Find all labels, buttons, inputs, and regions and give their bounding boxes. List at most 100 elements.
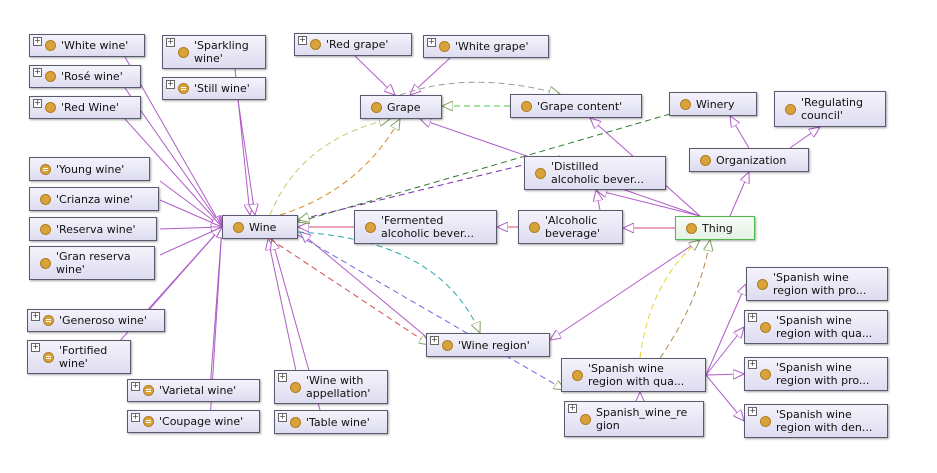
- object-property-edge: [298, 155, 561, 220]
- node-label: Wine: [249, 220, 277, 234]
- expand-icon[interactable]: +: [430, 335, 439, 345]
- node-label: Thing: [702, 221, 733, 235]
- node-label: 'Spanish wine region with pro...: [776, 361, 870, 387]
- class-icon: [365, 221, 376, 233]
- class-node-spanish-wine-region-with-qua-center[interactable]: 'Spanish wine region with qua...: [561, 358, 706, 392]
- class-icon: [439, 41, 450, 52]
- node-label: 'Table wine': [306, 415, 370, 429]
- class-icon: [310, 39, 321, 50]
- class-icon: [700, 154, 711, 166]
- equivalent-class-icon: [43, 351, 54, 363]
- class-node-sparkling-wine[interactable]: +'Sparkling wine': [162, 35, 266, 69]
- class-node-red-grape[interactable]: + 'Red grape': [294, 33, 412, 56]
- subclass-edge: [354, 55, 395, 95]
- object-property-edge: [297, 234, 565, 390]
- class-node-table-wine[interactable]: + 'Table wine': [274, 410, 388, 434]
- expand-icon[interactable]: +: [298, 35, 307, 45]
- class-node-generoso-wine[interactable]: + 'Generoso wine': [27, 309, 165, 332]
- subclass-edge: [596, 190, 600, 211]
- expand-icon[interactable]: +: [748, 406, 757, 416]
- class-node-spanish-wine-region-with-qua-right[interactable]: +'Spanish wine region with qua...: [744, 310, 888, 344]
- class-node-coupage-wine[interactable]: +'Coupage wine': [127, 410, 260, 433]
- node-label: 'Fortified wine': [59, 344, 108, 370]
- class-node-crianza-wine[interactable]: 'Crianza wine': [29, 187, 159, 211]
- node-label: 'Alcoholic beverage': [545, 214, 601, 240]
- class-node-red-wine[interactable]: +'Red Wine': [29, 96, 141, 119]
- subclass-edge: [789, 127, 820, 149]
- class-icon: [760, 415, 771, 427]
- object-property-edge: [279, 119, 400, 216]
- class-node-fermented-alcoholic-beverage[interactable]: 'Fermented alcoholic bever...: [354, 210, 497, 244]
- class-node-winery[interactable]: Winery: [669, 92, 757, 116]
- expand-icon[interactable]: +: [33, 98, 42, 108]
- class-node-white-grape[interactable]: +'White grape': [423, 35, 549, 58]
- expand-icon[interactable]: +: [748, 359, 757, 369]
- node-label: 'Fermented alcoholic bever...: [381, 214, 474, 240]
- node-label: 'Gran reserva wine': [56, 250, 131, 276]
- class-icon: [580, 413, 591, 425]
- node-label: 'Reserva wine': [56, 222, 136, 236]
- expand-icon[interactable]: +: [131, 381, 140, 391]
- expand-icon[interactable]: +: [131, 412, 140, 422]
- class-node-grape[interactable]: Grape: [360, 95, 442, 119]
- class-node-regulating-council[interactable]: 'Regulating council': [774, 91, 886, 127]
- class-node-distilled-alcoholic-beverage[interactable]: 'Distilled alcoholic bever...: [524, 156, 666, 190]
- class-node-gran-reserva-wine[interactable]: 'Gran reserva wine': [29, 246, 155, 280]
- equivalent-class-icon: [143, 416, 154, 427]
- node-label: 'Red grape': [326, 38, 389, 51]
- class-node-spanish-wine-region-with-den[interactable]: +'Spanish wine region with den...: [744, 404, 888, 438]
- object-property-edge: [399, 81, 560, 95]
- class-node-white-wine[interactable]: +'White wine': [29, 34, 145, 57]
- class-icon: [40, 193, 51, 205]
- expand-icon[interactable]: +: [166, 37, 175, 47]
- object-property-edge: [298, 113, 671, 222]
- node-label: 'Still wine': [194, 82, 250, 95]
- class-node-rose-wine[interactable]: + 'Rosé wine': [29, 65, 141, 88]
- expand-icon[interactable]: +: [427, 37, 436, 47]
- node-label: Spanish_wine_re gion: [596, 406, 688, 432]
- subclass-edge: [729, 172, 749, 217]
- node-label: 'Young wine': [56, 162, 125, 176]
- class-icon: [572, 369, 583, 381]
- class-icon: [760, 368, 771, 380]
- class-icon: [785, 103, 796, 115]
- class-node-reserva-wine[interactable]: 'Reserva wine': [29, 217, 157, 241]
- expand-icon[interactable]: +: [748, 312, 757, 322]
- expand-icon[interactable]: +: [33, 36, 42, 46]
- class-icon: [290, 416, 301, 428]
- class-node-wine-with-appellation[interactable]: + 'Wine with appellation': [274, 370, 388, 404]
- class-node-organization[interactable]: Organization: [689, 148, 809, 172]
- expand-icon[interactable]: +: [166, 79, 175, 89]
- expand-icon[interactable]: +: [278, 372, 287, 382]
- node-label: 'Generoso wine': [59, 314, 147, 327]
- class-icon: [233, 221, 244, 233]
- class-node-spanish-wine-region-with-pro-2[interactable]: + 'Spanish wine region with pro...: [744, 357, 888, 391]
- class-node-wine-region[interactable]: +'Wine region': [426, 333, 550, 357]
- expand-icon[interactable]: +: [568, 403, 577, 413]
- subclass-edge: [550, 239, 701, 340]
- expand-icon[interactable]: +: [278, 412, 287, 422]
- expand-icon[interactable]: +: [33, 67, 42, 77]
- object-property-edge: [639, 240, 700, 359]
- subclass-edge: [705, 374, 744, 375]
- class-node-still-wine[interactable]: + 'Still wine': [162, 77, 266, 100]
- node-label: 'Wine with appellation': [306, 374, 371, 400]
- class-node-young-wine[interactable]: 'Young wine': [29, 157, 150, 181]
- class-node-spanish-wine-region-with-pro-1[interactable]: 'Spanish wine region with pro...: [746, 267, 888, 301]
- class-icon: [529, 221, 540, 233]
- object-property-edge: [659, 240, 710, 359]
- class-node-alcoholic-beverage[interactable]: 'Alcoholic beverage': [518, 210, 623, 244]
- expand-icon[interactable]: +: [31, 311, 40, 321]
- node-label: Grape: [387, 100, 421, 114]
- class-node-varietal-wine[interactable]: +'Varietal wine': [127, 379, 260, 402]
- node-label: 'Rosé wine': [61, 70, 123, 83]
- node-label: 'Spanish wine region with qua...: [588, 362, 685, 388]
- class-icon: [521, 100, 532, 112]
- class-node-grape-content[interactable]: 'Grape content': [510, 94, 642, 118]
- subclass-edge: [596, 190, 701, 217]
- class-node-wine[interactable]: Wine: [222, 215, 298, 239]
- class-node-spanish-wine-region[interactable]: + Spanish_wine_re gion: [564, 401, 704, 437]
- class-node-fortified-wine[interactable]: + 'Fortified wine': [27, 340, 131, 374]
- expand-icon[interactable]: +: [31, 342, 40, 352]
- class-node-thing[interactable]: Thing: [675, 216, 755, 240]
